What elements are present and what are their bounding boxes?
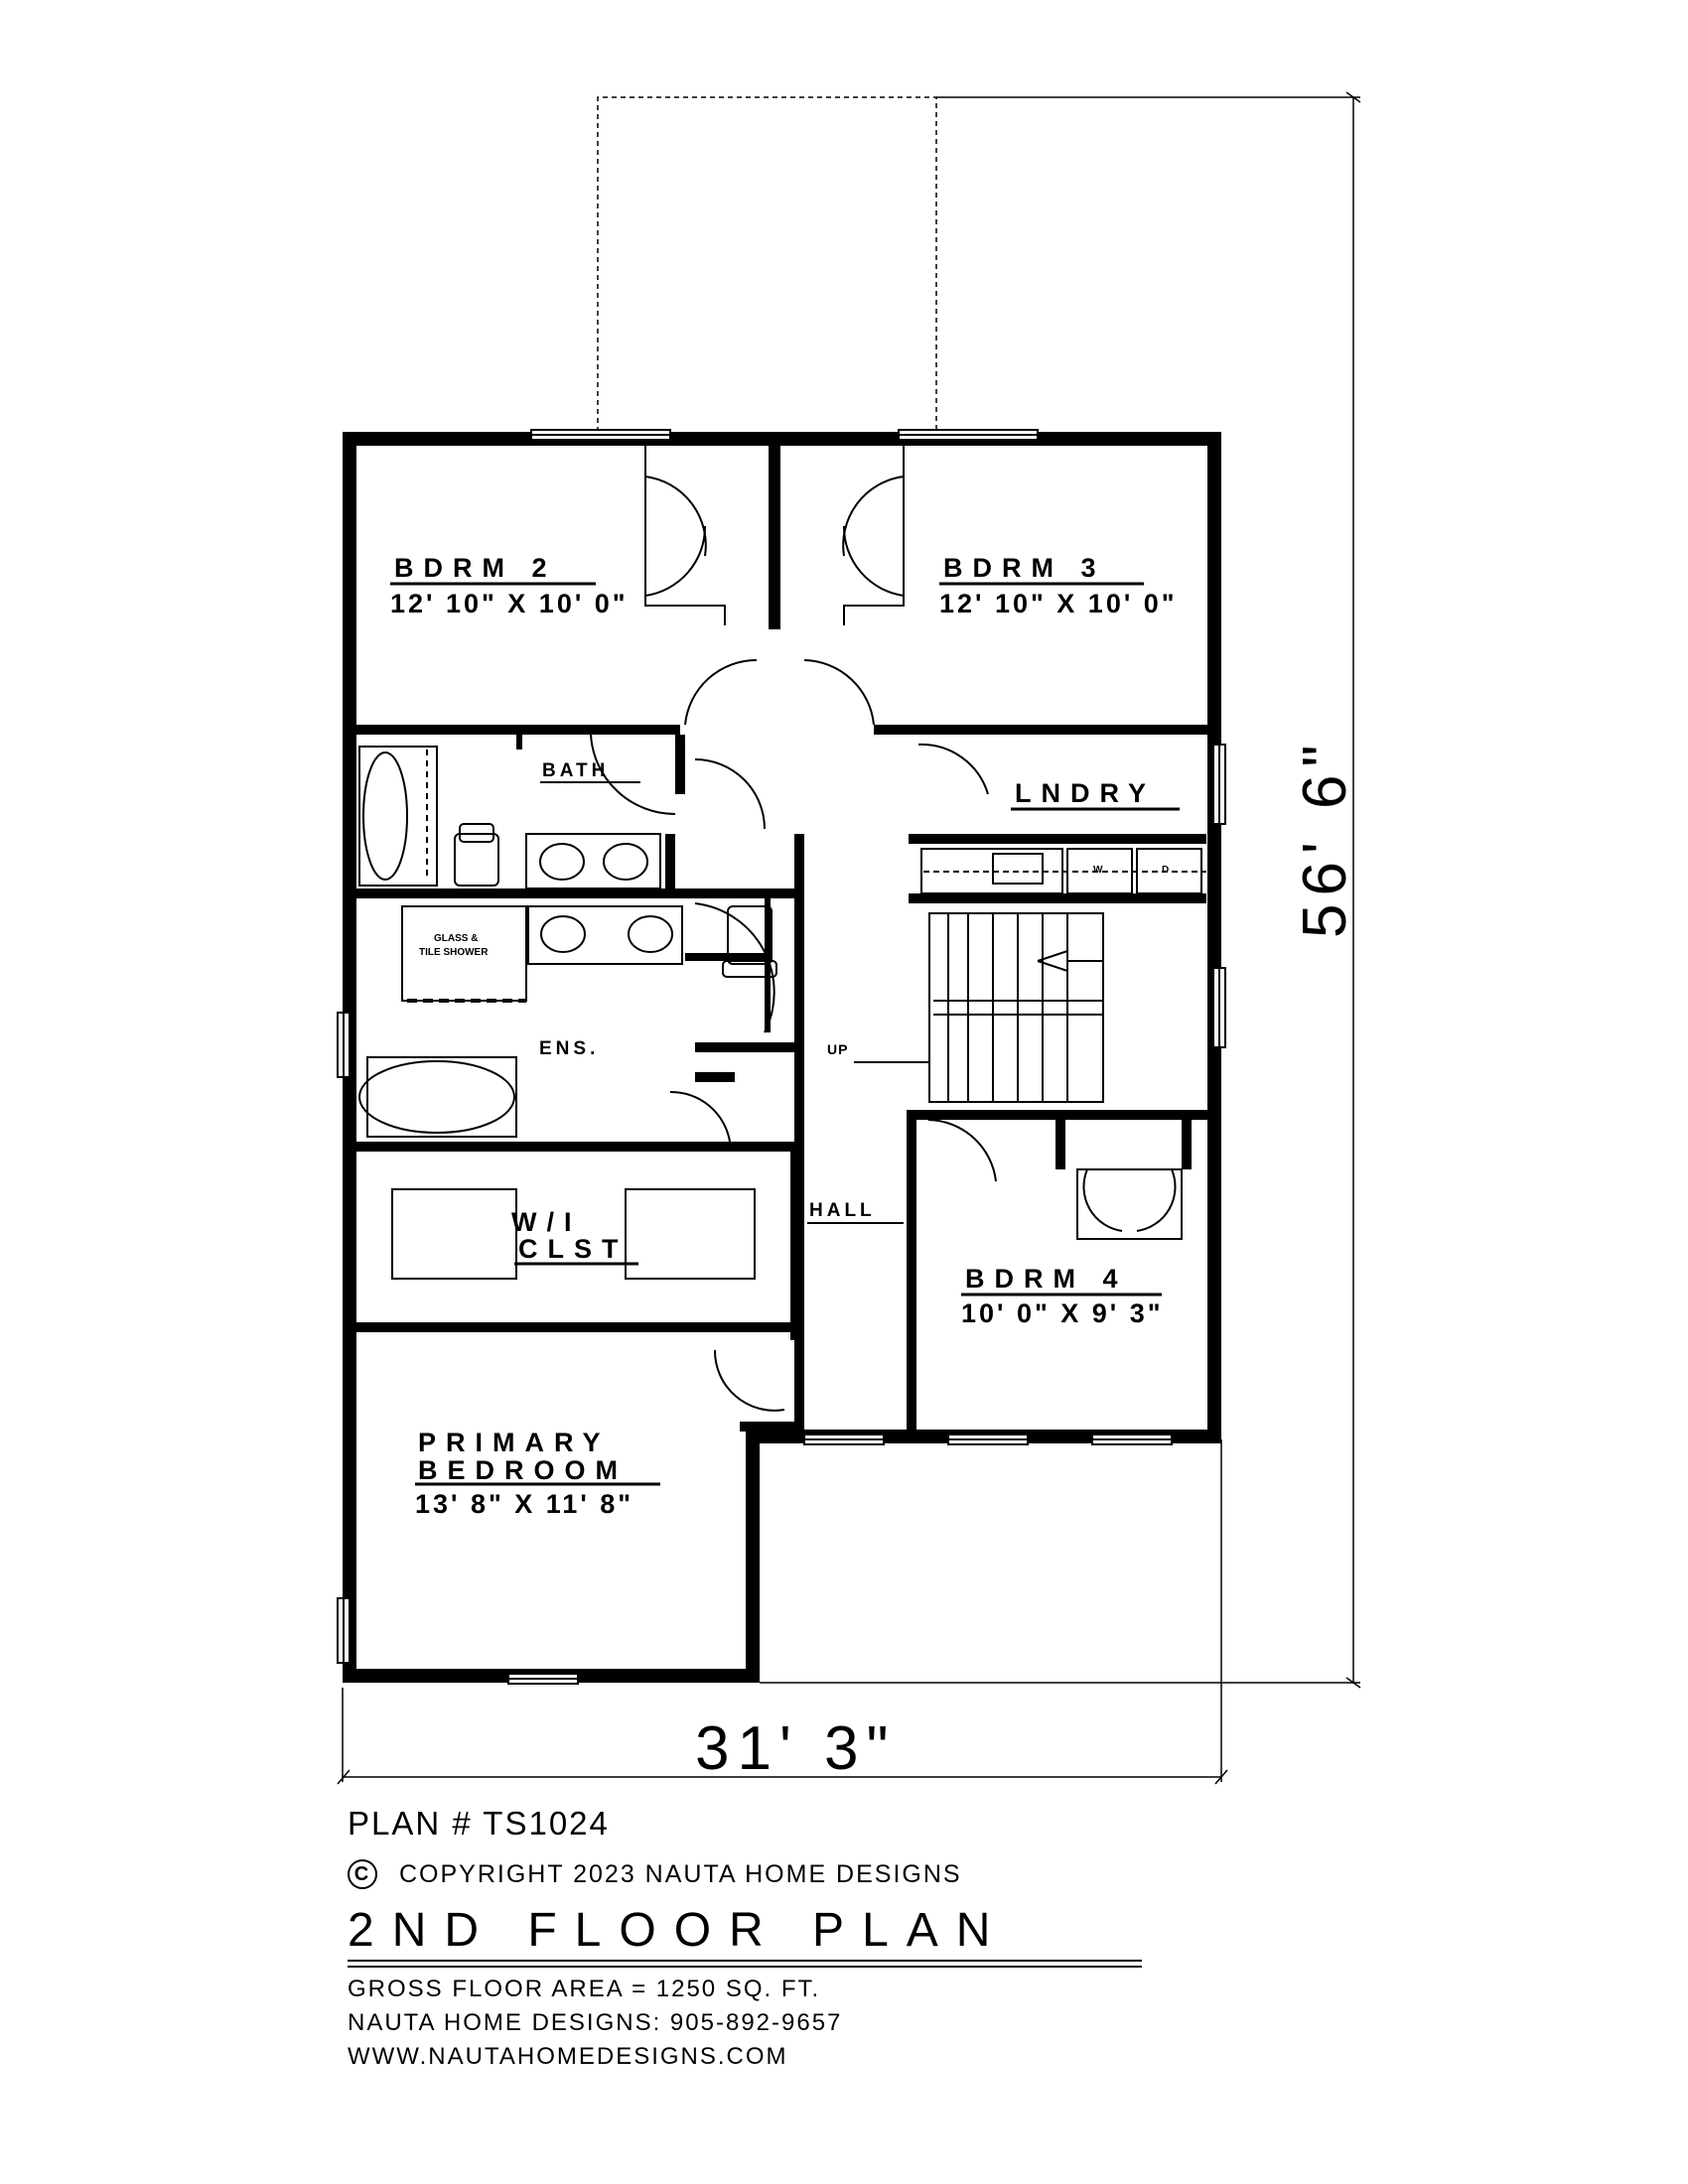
interior-walls bbox=[343, 446, 1221, 1437]
closet-label-line2: CLST bbox=[518, 1234, 629, 1264]
bdrm2-label: BDRM 2 bbox=[394, 553, 557, 583]
primary-label-line1: PRIMARY bbox=[418, 1428, 611, 1457]
copyright-text: COPYRIGHT 2023 NAUTA HOME DESIGNS bbox=[399, 1859, 962, 1888]
laundry-label: LNDRY bbox=[1015, 778, 1156, 808]
washer-label: W bbox=[1093, 865, 1103, 876]
copyright-icon: C bbox=[348, 1859, 377, 1889]
phone-number: NAUTA HOME DESIGNS: 905-892-9657 bbox=[348, 2009, 843, 2036]
fixtures bbox=[358, 746, 1206, 1138]
hall-label: HALL bbox=[809, 1200, 876, 1221]
depth-dimension: 56' 6" bbox=[1291, 737, 1359, 938]
bdrm4-size: 10' 0" X 9' 3" bbox=[961, 1298, 1164, 1328]
shower-label-line2: TILE SHOWER bbox=[419, 947, 489, 958]
title-rule bbox=[348, 1966, 1142, 1968]
wardrobes bbox=[391, 446, 1183, 1280]
primary-label-line2: BEDROOM bbox=[418, 1455, 628, 1485]
primary-size: 13' 8" X 11' 8" bbox=[415, 1489, 633, 1519]
stairs-up-label: UP bbox=[827, 1041, 848, 1057]
dryer-label: D bbox=[1162, 865, 1169, 876]
plan-number: PLAN # TS1024 bbox=[348, 1805, 610, 1842]
ensuite-label: ENS. bbox=[539, 1038, 599, 1059]
windows bbox=[337, 429, 1226, 1685]
bdrm3-label: BDRM 3 bbox=[943, 553, 1106, 583]
staircase bbox=[854, 912, 1104, 1103]
doors bbox=[590, 476, 1177, 1412]
shower-label-line1: GLASS & bbox=[434, 933, 478, 944]
width-dimension: 31' 3" bbox=[695, 1714, 897, 1783]
bdrm3-size: 12' 10" X 10' 0" bbox=[939, 589, 1178, 618]
upper-dashed-outline bbox=[597, 96, 937, 432]
title-rule bbox=[348, 1960, 1142, 1962]
bath-label: BATH bbox=[542, 760, 609, 781]
gross-floor-area: GROSS FLOOR AREA = 1250 SQ. FT. bbox=[348, 1976, 821, 2002]
dimension-lines bbox=[337, 91, 1361, 1785]
bdrm4-label: BDRM 4 bbox=[965, 1264, 1128, 1294]
website: WWW.NAUTAHOMEDESIGNS.COM bbox=[348, 2043, 788, 2070]
copyright-line: C COPYRIGHT 2023 NAUTA HOME DESIGNS bbox=[348, 1859, 962, 1889]
closet-label-line1: W/I bbox=[511, 1207, 582, 1237]
bdrm2-size: 12' 10" X 10' 0" bbox=[390, 589, 629, 618]
sheet-title: 2ND FLOOR PLAN bbox=[348, 1904, 1009, 1957]
room-labels: BDRM 2 12' 10" X 10' 0" BDRM 3 12' 10" X… bbox=[390, 553, 1180, 1519]
